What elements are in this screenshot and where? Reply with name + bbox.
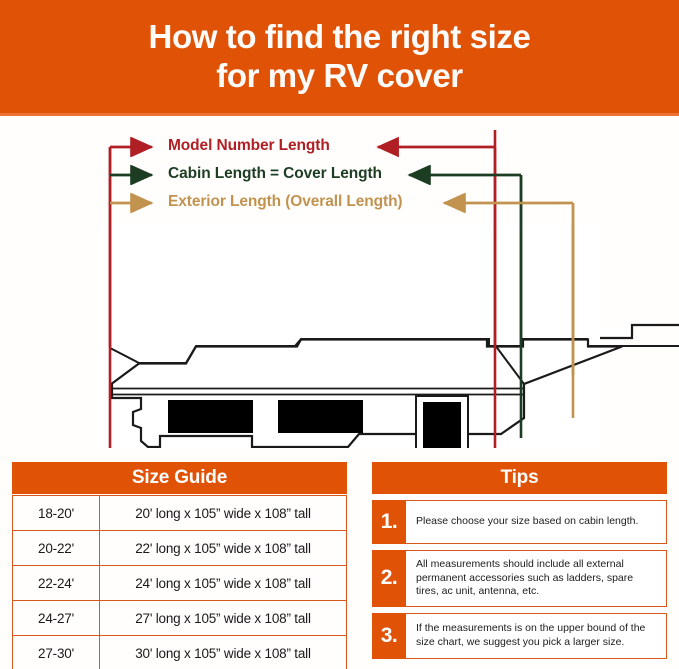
size-dimensions-cell: 30' long x 105” wide x 108” tall xyxy=(99,635,347,669)
size-guide-panel: Size Guide 18-20' 20' long x 105” wide x… xyxy=(12,462,347,669)
page-title-line-1: How to find the right size xyxy=(148,17,531,55)
tip-text: All measurements should include all exte… xyxy=(406,550,667,607)
tips-title: Tips xyxy=(372,462,667,494)
size-dimensions-cell: 20' long x 105” wide x 108” tall xyxy=(99,495,347,531)
size-guide-table: 18-20' 20' long x 105” wide x 108” tall … xyxy=(12,495,347,669)
size-dimensions-cell: 22' long x 105” wide x 108” tall xyxy=(99,530,347,566)
legend-item-exterior-length: Exterior Length (Overall Length) xyxy=(168,193,403,210)
table-row: 27-30' 30' long x 105” wide x 108” tall xyxy=(12,635,347,669)
table-row: 20-22' 22' long x 105” wide x 108” tall xyxy=(12,530,347,566)
rv-window-rear xyxy=(278,400,363,433)
size-range-cell: 24-27' xyxy=(12,600,100,636)
size-dimensions-cell: 27' long x 105” wide x 108” tall xyxy=(99,600,347,636)
size-range-cell: 18-20' xyxy=(12,495,100,531)
size-range-cell: 22-24' xyxy=(12,565,100,601)
list-item: 1. Please choose your size based on cabi… xyxy=(372,500,667,544)
rv-window-front xyxy=(168,400,253,433)
rv-door-window xyxy=(423,402,461,448)
size-range-cell: 20-22' xyxy=(12,530,100,566)
size-guide-title: Size Guide xyxy=(12,462,347,494)
page-title-line-2: for my RV cover xyxy=(216,56,463,94)
rv-rear-slant xyxy=(494,344,525,385)
header-divider-rule xyxy=(0,113,679,116)
rv-drawing xyxy=(98,225,679,448)
tip-text: Please choose your size based on cabin l… xyxy=(406,500,667,544)
legend-item-cabin-length: Cabin Length = Cover Length xyxy=(168,165,382,182)
page-header: How to find the right size for my RV cov… xyxy=(0,0,679,113)
list-item: 2. All measurements should include all e… xyxy=(372,550,667,607)
rv-diagram-svg xyxy=(98,130,679,448)
page-title: How to find the right size for my RV cov… xyxy=(149,17,531,97)
size-range-cell: 27-30' xyxy=(12,635,100,669)
legend-item-model-number-length: Model Number Length xyxy=(168,137,330,154)
table-row: 24-27' 27' long x 105” wide x 108” tall xyxy=(12,600,347,636)
tips-panel: Tips 1. Please choose your size based on… xyxy=(372,462,667,659)
list-item: 3. If the measurements is on the upper b… xyxy=(372,612,667,659)
table-row: 22-24' 24' long x 105” wide x 108” tall xyxy=(12,565,347,601)
size-dimensions-cell: 24' long x 105” wide x 108” tall xyxy=(99,565,347,601)
tip-number: 2. xyxy=(372,550,406,607)
rv-measurement-diagram: Model Number Length Cabin Length = Cover… xyxy=(0,118,679,448)
diagram-legend: Model Number Length Cabin Length = Cover… xyxy=(0,118,679,213)
measurement-guides-overlay xyxy=(108,136,575,448)
tip-number: 3. xyxy=(372,612,406,659)
table-row: 18-20' 20' long x 105” wide x 108” tall xyxy=(12,495,347,531)
tip-text: If the measurements is on the upper boun… xyxy=(406,612,667,659)
tip-number: 1. xyxy=(372,500,406,544)
